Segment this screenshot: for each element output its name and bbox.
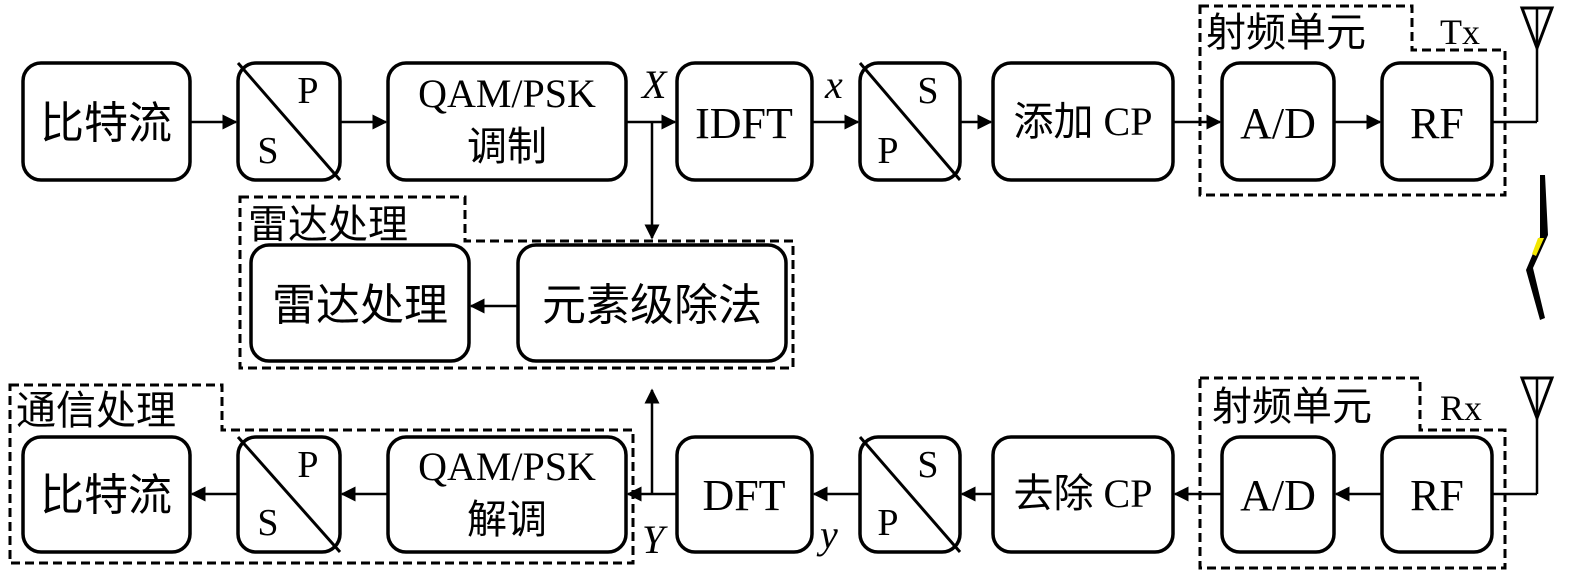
sp-converter-tx-block: P S [236, 61, 342, 182]
ad-rx-block: A/D [1220, 435, 1336, 554]
dft-label: DFT [702, 471, 785, 520]
ps-converter-tx-block: S P [858, 61, 962, 182]
rf-rx-block: RF [1380, 435, 1494, 554]
bitstream-rx-label: 比特流 [40, 471, 172, 520]
sp-converter-rx-block: P S [236, 435, 342, 554]
signal-X-label: X [640, 62, 668, 107]
remove-cp-label: 去除 CP [1014, 471, 1153, 516]
remove-cp-block: 去除 CP [991, 435, 1175, 554]
signal-x-label: x [824, 62, 843, 107]
rf-tx-label: RF [1410, 99, 1464, 148]
rx-connectors [190, 388, 1382, 502]
add-cp-label: 添加 CP [1014, 99, 1153, 144]
demodulation-line1: QAM/PSK [418, 444, 596, 489]
element-wise-division-label: 元素级除法 [542, 281, 762, 330]
modulation-line1: QAM/PSK [418, 71, 596, 116]
modulation-line2: 调制 [467, 124, 547, 169]
bitstream-rx-block: 比特流 [21, 435, 192, 554]
radar-processing-block: 雷达处理 [249, 243, 471, 363]
ad-rx-label: A/D [1240, 471, 1316, 520]
demodulation-line2: 解调 [467, 497, 547, 542]
qam-psk-modulation-block: QAM/PSK 调制 [386, 61, 628, 182]
comm-group: 通信处理 [8, 383, 635, 565]
ad-tx-label: A/D [1240, 99, 1316, 148]
add-cp-block: 添加 CP [991, 61, 1175, 182]
idft-label: IDFT [695, 99, 793, 148]
rx-antenna-icon [1492, 376, 1555, 496]
idft-block: IDFT [675, 61, 814, 182]
rf-unit-tx-group: 射频单元 [1198, 4, 1507, 197]
sp-rx-top-label: P [297, 444, 318, 486]
qam-psk-demodulation-block: QAM/PSK 解调 [386, 435, 628, 554]
dft-block: DFT [675, 435, 814, 554]
sp-rx-bottom-label: S [257, 502, 278, 544]
bitstream-tx-block: 比特流 [21, 61, 192, 182]
comm-group-label: 通信处理 [16, 388, 176, 433]
signal-y-label: y [816, 512, 838, 557]
wireless-channel-bolt-icon [1526, 175, 1548, 320]
ps-converter-rx-block: S P [858, 435, 962, 554]
rf-rx-label: RF [1410, 471, 1464, 520]
radar-processing-label: 雷达处理 [272, 281, 448, 330]
tx-connectors [190, 114, 1382, 240]
rx-antenna-label: Rx [1440, 388, 1482, 428]
ps-tx-bottom-label: P [877, 130, 898, 172]
radar-group: 雷达处理 [238, 195, 795, 370]
signal-Y-label: Y [642, 517, 668, 562]
rf-unit-rx-label: 射频单元 [1212, 384, 1372, 429]
rf-unit-rx-group: 射频单元 [1198, 376, 1507, 570]
sp-tx-top-label: P [297, 70, 318, 112]
sp-tx-bottom-label: S [257, 130, 278, 172]
bitstream-tx-label: 比特流 [40, 99, 172, 148]
ps-rx-top-label: S [917, 444, 938, 486]
ad-tx-block: A/D [1220, 61, 1336, 182]
ps-rx-bottom-label: P [877, 502, 898, 544]
rf-unit-tx-label: 射频单元 [1206, 10, 1366, 55]
tx-antenna-icon [1492, 6, 1555, 124]
rf-tx-block: RF [1380, 61, 1494, 182]
tx-antenna-label: Tx [1440, 12, 1480, 52]
ps-tx-top-label: S [917, 70, 938, 112]
element-wise-division-block: 元素级除法 [516, 243, 788, 363]
radar-group-label: 雷达处理 [248, 202, 408, 247]
